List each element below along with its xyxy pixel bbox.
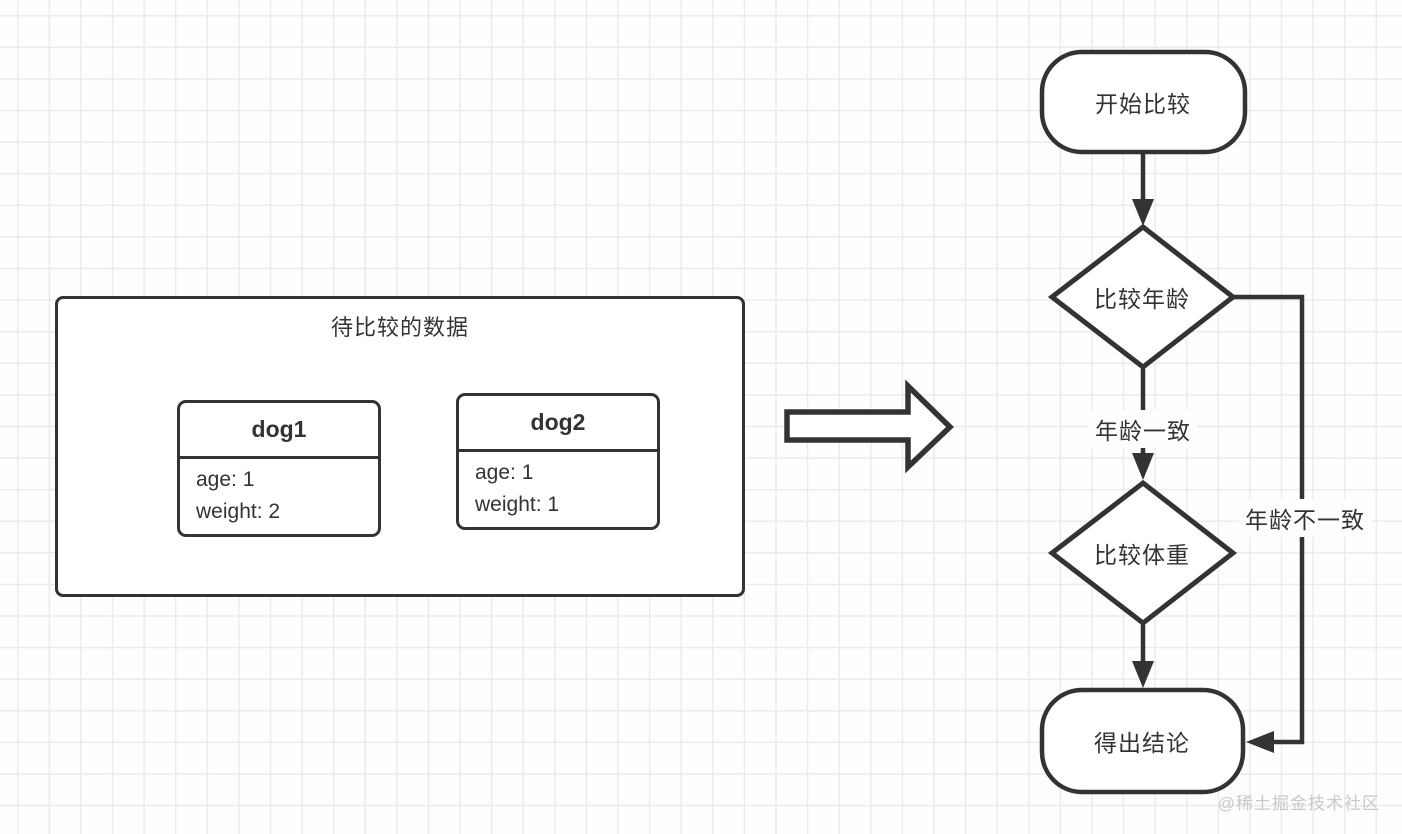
arrowhead-down-icon [1132,199,1154,226]
object-field: age: 1 [196,468,255,491]
conclusion-node-label: 得出结论 [1094,730,1190,756]
arrowhead-down-icon [1132,453,1154,480]
object-card-dog1-fields: age: 1 weight: 2 [180,459,378,528]
edge-label-age-match: 年龄一致 [1089,410,1197,448]
decision-weight-shape [1047,479,1238,627]
data-panel-title: 待比较的数据 [330,315,469,340]
object-field: weight: 2 [196,500,281,523]
object-card-dog2: dog2 age: 1 weight: 1 [456,393,660,530]
decision-weight-label: 比较体重 [1094,542,1190,568]
object-card-dog2-name: dog2 [459,396,657,452]
decision-age-label: 比较年龄 [1094,286,1190,312]
big-right-arrow-icon [784,379,954,474]
edge-label-age-mismatch: 年龄不一致 [1239,499,1371,537]
object-card-dog1: dog1 age: 1 weight: 2 [177,400,381,537]
object-field: age: 1 [475,461,534,484]
start-node-label: 开始比较 [1095,91,1191,117]
arrowhead-down-icon [1132,661,1154,688]
object-card-dog1-name: dog1 [180,403,378,459]
watermark: @稀土掘金技术社区 [1217,794,1380,813]
start-node-shape [1039,49,1248,155]
arrowhead-left-icon [1246,731,1274,753]
conclusion-node-shape [1039,687,1246,795]
data-panel: 待比较的数据 dog1 age: 1 weight: 2 dog2 age: 1… [55,296,745,597]
decision-age-shape [1047,223,1238,371]
object-card-dog2-fields: age: 1 weight: 1 [459,452,657,521]
object-field: weight: 1 [475,493,560,516]
